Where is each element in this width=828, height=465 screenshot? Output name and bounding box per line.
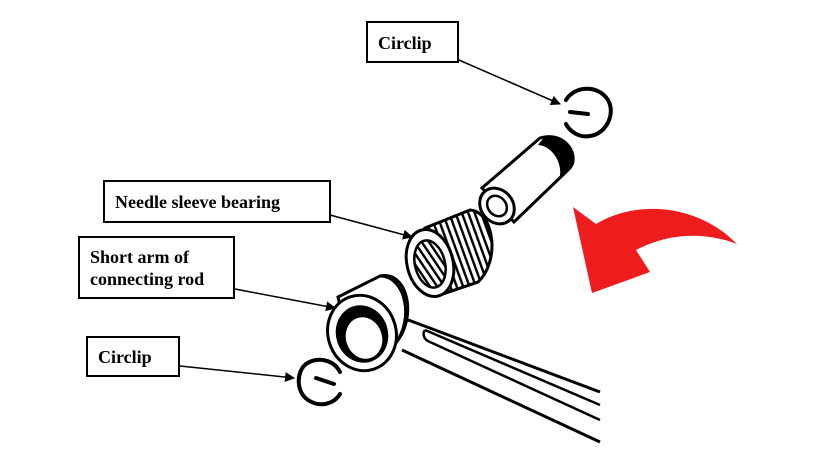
label-needle-sleeve-bearing-text: Needle sleeve bearing [115,192,280,212]
label-circlip-bottom: Circlip [86,336,180,377]
circlip-top-part [564,86,613,139]
label-circlip-bottom-text: Circlip [98,347,152,367]
label-short-arm-line2: connecting rod [90,269,205,289]
leader-lines [179,56,561,383]
label-short-arm: Short arm of connecting rod [78,236,235,299]
label-short-arm-line1: Short arm of [90,247,189,267]
assembly-direction-arrow [573,207,737,293]
label-circlip-top: Circlip [366,21,459,63]
label-needle-sleeve-bearing: Needle sleeve bearing [103,180,331,223]
label-circlip-top-text: Circlip [378,33,432,53]
circlip-bottom-part [296,357,342,407]
bearing-sleeve [478,135,575,226]
connecting-rod-eye [326,274,410,373]
connecting-rod-arm [394,313,601,444]
needle-sleeve-bearing [404,208,494,298]
